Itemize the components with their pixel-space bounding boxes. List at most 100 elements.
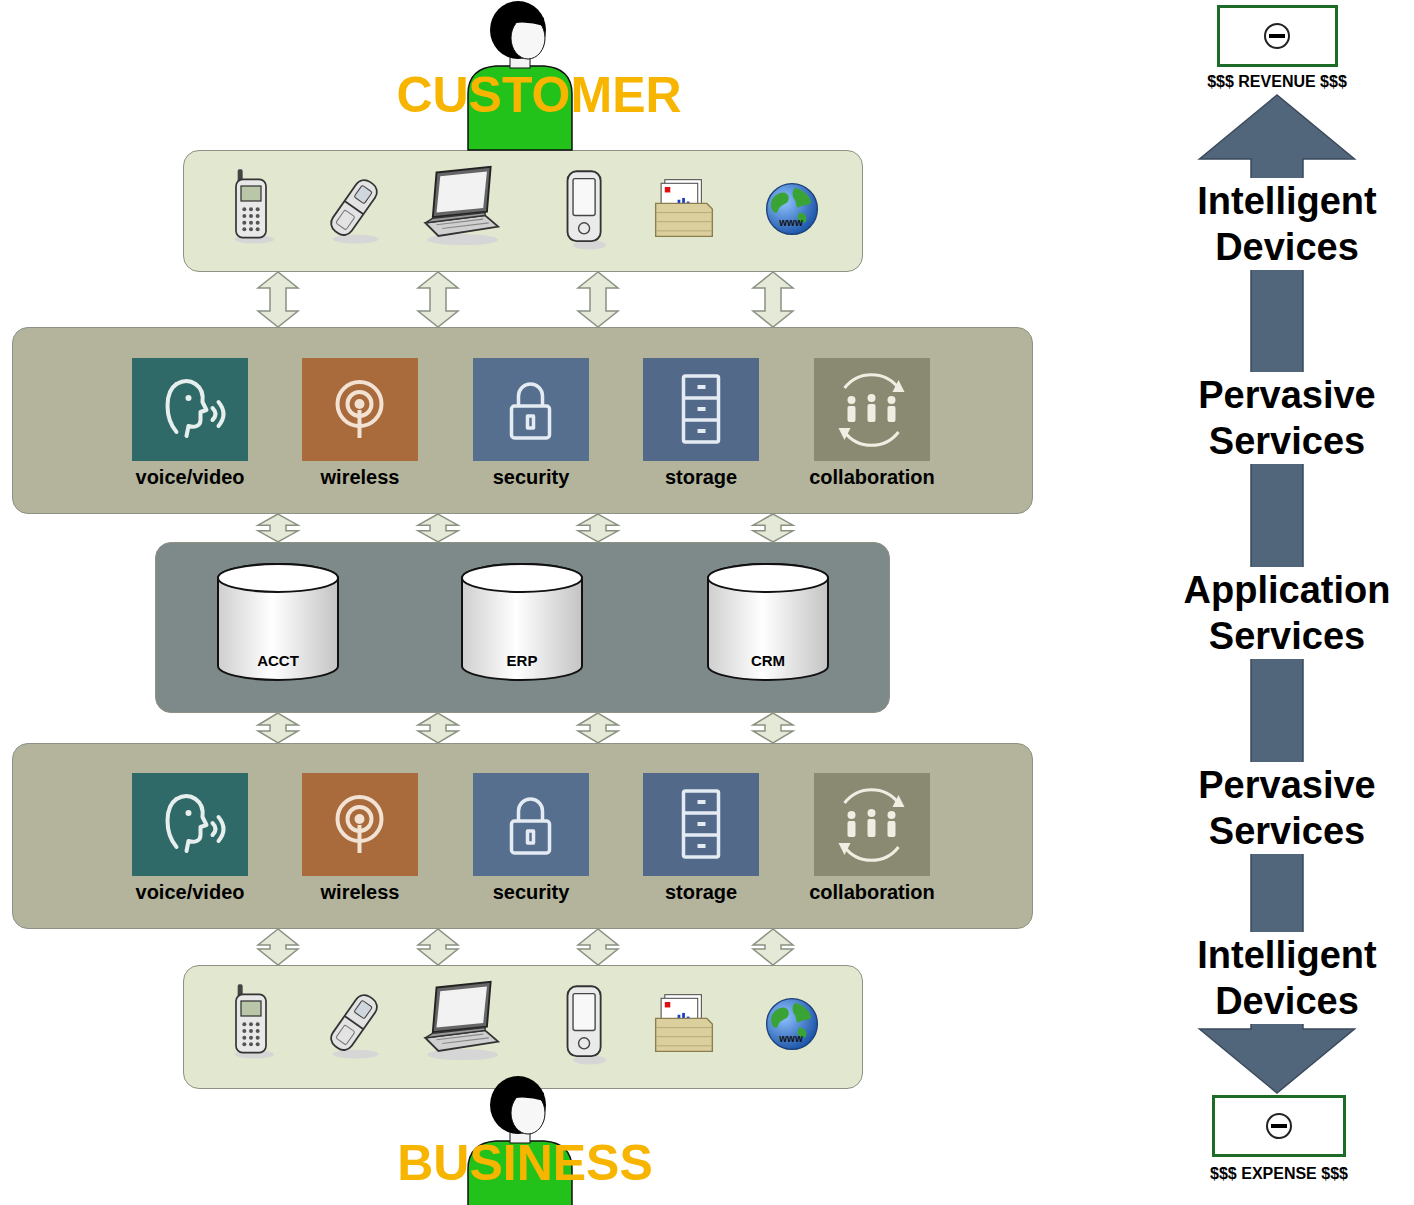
service-tile: collaboration bbox=[805, 773, 939, 905]
layer-label: Intelligent Devices bbox=[1193, 932, 1380, 1024]
icon bbox=[425, 982, 498, 1060]
icon bbox=[767, 184, 818, 235]
service-tile: storage bbox=[642, 358, 760, 490]
icon bbox=[656, 180, 713, 237]
double-arrow bbox=[258, 929, 298, 965]
icon bbox=[684, 376, 719, 442]
layer-band bbox=[183, 965, 863, 1089]
icon bbox=[839, 790, 905, 861]
layer-label: Pervasive Services bbox=[1194, 762, 1380, 854]
tile-icon bbox=[302, 358, 418, 461]
double-arrow bbox=[418, 713, 458, 743]
icon bbox=[168, 381, 224, 436]
tile-label: security bbox=[493, 466, 570, 489]
service-tile: wireless bbox=[301, 358, 419, 490]
tile-icon bbox=[473, 773, 589, 876]
label-holder: Intelligent Devices bbox=[1193, 932, 1380, 1024]
layer-label: Pervasive Services bbox=[1194, 372, 1380, 464]
money-label: $$$ EXPENSE $$$ bbox=[1210, 1165, 1348, 1183]
tile-icon bbox=[814, 358, 930, 461]
double-arrow bbox=[753, 514, 793, 542]
icon bbox=[1267, 1114, 1291, 1138]
icon bbox=[839, 375, 905, 446]
layer-band bbox=[183, 150, 863, 272]
service-tile: wireless bbox=[301, 773, 419, 905]
icon bbox=[327, 991, 380, 1058]
service-tile: security bbox=[472, 358, 590, 490]
tile-label: collaboration bbox=[809, 881, 935, 904]
actor-label: BUSINESS bbox=[397, 1134, 653, 1192]
layer-band: voice/video wireless security storage collab… bbox=[12, 743, 1033, 929]
icon bbox=[656, 995, 713, 1052]
tile-icon bbox=[814, 773, 930, 876]
tile-symbol bbox=[473, 773, 589, 876]
icon bbox=[338, 382, 382, 438]
service-tile: voice/video bbox=[131, 358, 249, 490]
tile-label: wireless bbox=[321, 466, 400, 489]
double-arrow bbox=[578, 929, 618, 965]
layer-label: Application Services bbox=[1180, 567, 1395, 659]
service-tile: security bbox=[472, 773, 590, 905]
tile-icon bbox=[132, 773, 248, 876]
icon bbox=[1265, 24, 1289, 48]
label-holder: Pervasive Services bbox=[1194, 372, 1380, 464]
money-frame bbox=[1212, 1095, 1346, 1157]
tile-label: collaboration bbox=[809, 466, 935, 489]
tile-label: storage bbox=[665, 466, 737, 489]
double-arrow bbox=[578, 713, 618, 743]
tile-symbol bbox=[814, 773, 930, 876]
double-arrow bbox=[258, 514, 298, 542]
minus-symbol bbox=[1264, 1111, 1294, 1141]
double-arrow bbox=[258, 713, 298, 743]
database-label: ACCT bbox=[257, 652, 299, 669]
tile-symbol bbox=[643, 358, 759, 461]
www-label: www bbox=[779, 217, 802, 228]
database-cylinder: CRM bbox=[706, 562, 830, 682]
tile-label: security bbox=[493, 881, 570, 904]
label-holder: Application Services bbox=[1180, 567, 1395, 659]
label-holder: Pervasive Services bbox=[1194, 762, 1380, 854]
service-tile: storage bbox=[642, 773, 760, 905]
label-holder: BUSINESS bbox=[397, 1134, 653, 1192]
minus-symbol bbox=[1262, 21, 1292, 51]
tile-symbol bbox=[302, 773, 418, 876]
database-label: ERP bbox=[507, 652, 538, 669]
icon bbox=[338, 797, 382, 853]
icon bbox=[234, 169, 274, 243]
icon bbox=[425, 167, 498, 245]
actor-label: CUSTOMER bbox=[396, 66, 681, 124]
tile-symbol bbox=[132, 773, 248, 876]
double-arrow bbox=[578, 272, 618, 327]
service-tile: voice/video bbox=[131, 773, 249, 905]
tile-label: wireless bbox=[321, 881, 400, 904]
tile-symbol bbox=[643, 773, 759, 876]
device-icons bbox=[184, 966, 864, 1090]
tile-icon bbox=[132, 358, 248, 461]
database-label: CRM bbox=[751, 652, 785, 669]
tile-icon bbox=[302, 773, 418, 876]
tile-label: voice/video bbox=[136, 881, 245, 904]
tile-symbol bbox=[132, 358, 248, 461]
icon bbox=[568, 986, 607, 1064]
layer-band: ACCT ERP CRM bbox=[155, 542, 890, 713]
label-holder: Intelligent Devices bbox=[1193, 178, 1380, 270]
tile-icon bbox=[473, 358, 589, 461]
label-holder: www bbox=[779, 1028, 802, 1046]
service-tile: collaboration bbox=[805, 358, 939, 490]
tile-label: voice/video bbox=[136, 466, 245, 489]
icon bbox=[767, 999, 818, 1050]
icon bbox=[568, 171, 607, 249]
tile-icon bbox=[643, 773, 759, 876]
double-arrow bbox=[258, 272, 298, 327]
money-box: $$$ EXPENSE $$$ bbox=[1206, 1093, 1352, 1187]
double-arrow bbox=[753, 713, 793, 743]
double-arrow bbox=[418, 514, 458, 542]
icon bbox=[168, 796, 224, 851]
icon bbox=[512, 384, 550, 438]
tile-symbol bbox=[473, 358, 589, 461]
www-label: www bbox=[779, 1033, 802, 1044]
icon bbox=[234, 984, 274, 1058]
double-arrow bbox=[753, 272, 793, 327]
layer-band: voice/video wireless security storage collab… bbox=[12, 327, 1033, 514]
label-holder: CUSTOMER bbox=[396, 66, 681, 124]
